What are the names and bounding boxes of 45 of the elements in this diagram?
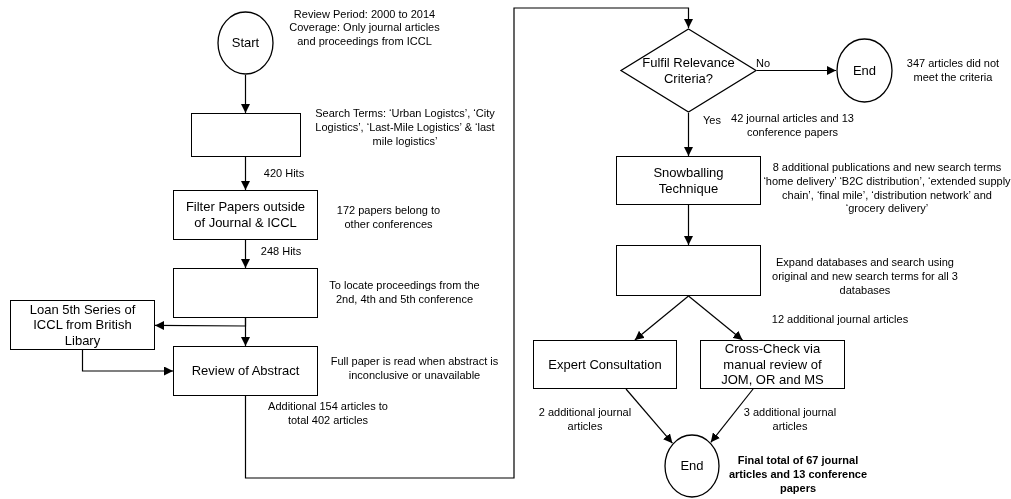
- process-box: Snowballing Technique: [616, 156, 761, 205]
- process-box: [173, 268, 318, 318]
- edge-label: No: [754, 57, 772, 71]
- annotation-text: Review Period: 2000 to 2014: [292, 8, 437, 22]
- annotation-text: To locate proceedings from the 2nd, 4th and 5th conference: [328, 279, 481, 307]
- annotation-text: Search Terms: ‘Urban Logistcs’, ‘City Logistics’, ‘Last-Mile Logistics’ & ‘last mile logistics’: [314, 107, 496, 149]
- arrow: [241, 239, 250, 269]
- arrow: [625, 388, 673, 444]
- process-box: Cross-Check via manual review of JOM, OR and MS: [700, 340, 845, 389]
- arrow: [154, 317, 247, 330]
- arrow: [241, 74, 250, 114]
- process-box: Expert Consultation: [533, 340, 677, 389]
- process-box: [190, 113, 301, 157]
- annotation-text: Coverage: Only journal articles and proceedings from ICCL: [288, 21, 441, 49]
- annotation-text: Full paper is read when abstract is inconclusive or unavailable: [329, 355, 500, 383]
- edge-label: Yes: [702, 114, 722, 128]
- arrow: [241, 156, 250, 191]
- process-box: [616, 245, 761, 296]
- annotation-text: 8 additional publications and new search terms ‘home delivery’ ‘B2C distribution’, ‘extended supply chain’, ‘final mile’, ‘distribution network’ and ‘grocery delivery’: [763, 161, 1011, 216]
- process-box: Filter Papers outside of Journal & ICCL: [173, 190, 318, 240]
- arrow: [634, 295, 690, 341]
- arrow: [81, 349, 174, 376]
- edge-label: 2 additional journal articles: [537, 406, 633, 434]
- arrow: [244, 7, 693, 479]
- annotation-text: Expand databases and search using original and new search terms for all 3 databases: [771, 256, 959, 298]
- edge-label: 248 Hits: [259, 245, 303, 259]
- arrow: [687, 295, 744, 341]
- arrow: [710, 388, 754, 443]
- edge-label: 420 Hits: [262, 167, 306, 181]
- note-text: 42 journal articles and 13 conference papers: [730, 112, 855, 140]
- annotation-text: Final total of 67 journal articles and 13 conference papers: [727, 454, 869, 496]
- process-box: Loan 5th Series of ICCL from British Libary: [10, 300, 155, 350]
- process-box: Review of Abstract: [173, 346, 318, 396]
- edge-label: Additional 154 articles to total 402 articles: [267, 400, 389, 428]
- decision-diamond: Fulfil Relevance Criteria?: [620, 28, 757, 113]
- start-circle: Start: [217, 11, 274, 75]
- end-circle: End: [664, 434, 720, 498]
- annotation-text: 347 articles did not meet the criteria: [905, 57, 1001, 85]
- annotation-text: 172 papers belong to other conferences: [335, 204, 442, 232]
- end-circle: End: [836, 38, 893, 103]
- edge-label: 3 additional journal articles: [742, 406, 838, 434]
- arrow: [756, 66, 837, 75]
- edge-label: 12 additional journal articles: [770, 313, 910, 327]
- arrow: [684, 204, 693, 246]
- arrow: [684, 112, 693, 157]
